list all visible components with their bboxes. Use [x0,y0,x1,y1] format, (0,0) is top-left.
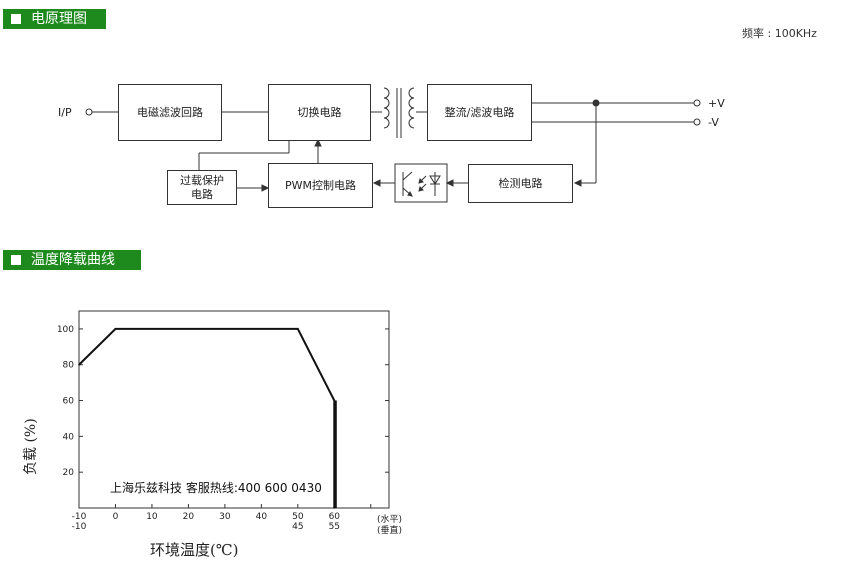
x-tick-label: 60 [329,512,341,522]
y-tick-label: 40 [63,432,75,442]
x-tick-label-vertical: -10 [72,522,87,532]
watermark-text: 上海乐兹科技 客服热线:400 600 0430 [110,481,322,495]
x-tick-note-horizontal: (水平) [377,515,403,525]
plot-frame [78,310,390,509]
x-tick-label-vertical: 45 [292,522,303,532]
block-overload-protection: 过载保护电路 [167,170,237,205]
vminus-label: -V [708,116,719,129]
vminus-terminal [693,118,701,126]
data-point [297,328,299,330]
optocoupler-icon [394,163,448,203]
y-tick-label: 60 [63,397,75,407]
transformer-icon [383,87,415,138]
block-rectifier-filter: 整流/滤波电路 [427,84,532,141]
data-point [114,328,117,330]
vplus-label: +V [708,97,725,110]
frequency-label: 频率 : 100KHz [742,27,817,40]
y-tick-label: 20 [63,468,75,478]
y-tick-label: 100 [57,325,74,335]
block-pwm-control: PWM控制电路 [268,163,373,208]
x-axis-label: 环境温度(℃) [150,541,239,559]
section-header-derating: 温度降载曲线 [3,250,141,270]
section-title: 电原理图 [31,11,87,27]
x-tick-note-vertical: (垂直) [377,526,403,536]
x-tick-label: 50 [292,512,304,522]
section-title: 温度降载曲线 [31,252,115,268]
data-point [333,507,336,509]
block-detection: 检测电路 [468,164,573,203]
square-bullet-icon [11,255,21,265]
y-tick-label: 80 [63,361,75,371]
block-emi-filter: 电磁滤波回路 [118,84,222,141]
data-point [333,399,336,402]
section-header-schematic: 电原理图 [3,9,106,29]
x-tick-label-vertical: 55 [329,522,340,532]
data-point [78,363,80,366]
vplus-terminal [693,99,701,107]
x-tick-label: 20 [183,512,195,522]
y-axis-label: 负载 (%) [23,418,39,475]
x-tick-label: 0 [113,512,119,522]
x-tick-label: 10 [146,512,158,522]
square-bullet-icon [11,14,21,24]
x-tick-label: 40 [256,512,268,522]
x-tick-label: -10 [72,512,87,522]
x-tick-label: 30 [219,512,231,522]
input-label: I/P [58,106,72,119]
block-switching: 切换电路 [268,84,371,141]
